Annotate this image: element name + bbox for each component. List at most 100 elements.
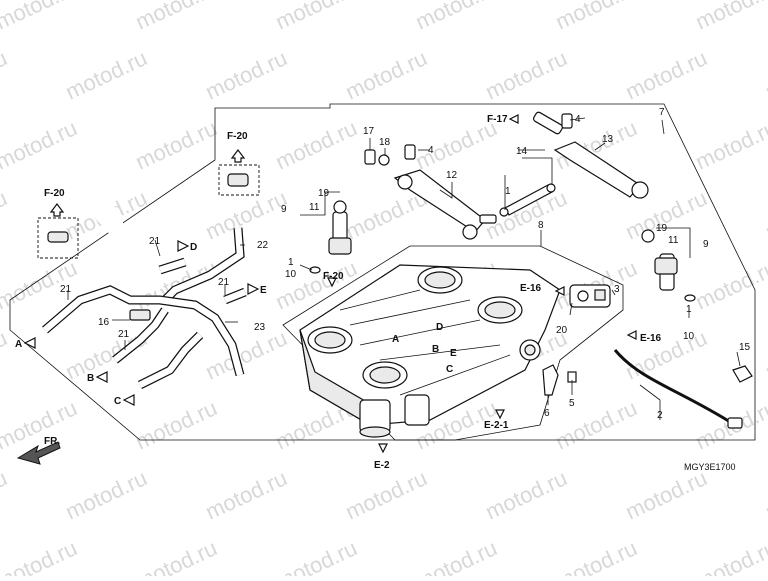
part-number-label: 16 [98,317,110,328]
throttle-cable [613,349,736,427]
part-number-label: 21 [218,277,230,288]
watermark-text: motod.ru [342,465,431,524]
ref-arrow-f17 [508,114,519,124]
ref-label-f20-top: F-20 [227,131,248,142]
part-number-label: 21 [149,236,161,247]
watermark-text: motod.ru [692,0,768,35]
part-number-label: 11 [309,202,320,213]
part-number-label: 1 [288,257,294,268]
vacuum-hoses [42,204,247,390]
f20-box-left [37,217,79,259]
watermark-text: motod.ru [0,465,11,524]
bolt-17 [364,149,376,165]
watermark-text: motod.ru [762,465,768,524]
part-number-label: 5 [569,398,575,409]
ref-label-f20-body: F-20 [323,271,344,282]
throttle-sensor [569,284,611,308]
watermark-text: motod.ru [692,255,768,314]
ref-label-e2: E-2 [374,460,390,471]
part-number-label: 4 [428,145,434,156]
watermark-text: motod.ru [552,535,641,576]
body-letter-a: A [392,334,399,345]
hose-end-d: D [190,242,197,253]
watermark-text: motod.ru [412,0,501,35]
watermark-text: motod.ru [272,535,361,576]
hose-end-arrow-b [95,371,108,383]
hose-clip-top [227,173,249,187]
up-arrow-icon [230,149,246,163]
part-number-label: 18 [379,137,391,148]
body-letter-c: C [446,364,453,375]
hose-end-c: C [114,396,121,407]
watermark-text: motod.ru [0,185,11,244]
watermark-text: motod.ru [692,115,768,174]
part-number-label: 15 [739,342,751,353]
part-number-label: 6 [544,408,550,419]
clip [732,365,753,383]
bolt-4-rail [561,113,573,129]
part-number-label: 22 [257,240,269,251]
part-number-label: 21 [60,284,72,295]
watermark-text: motod.ru [0,45,11,104]
watermark-text: motod.ru [202,185,291,244]
watermark-text: motod.ru [132,0,221,35]
part-number-label: 20 [556,325,568,336]
part-number-label: 1 [686,304,692,315]
watermark-text: motod.ru [762,185,768,244]
watermark-text: motod.ru [482,465,571,524]
watermark-text: motod.ru [0,0,81,35]
o-ring [546,183,556,193]
ref-label-e21: E-2-1 [484,420,509,431]
ref-arrow-e16b [626,330,637,340]
watermark-text: motod.ru [272,115,361,174]
injector-right [641,229,696,302]
ref-arrow-e16a [554,286,565,296]
watermark-text: motod.ru [132,535,221,576]
throttle-body-boundary [282,245,624,441]
leader-lines [67,117,741,420]
body-letter-e: E [450,348,457,359]
body-letter-d: D [436,322,443,333]
part-number-label: 17 [363,126,375,137]
assembly-boundary [9,103,756,441]
part-number-label: 21 [118,329,130,340]
diagram-code: MGY3E1700 [684,462,736,472]
ref-label-e16-a: E-16 [520,283,542,294]
ref-arrow-f20c [327,277,337,288]
watermark-text: motod.ru [482,45,571,104]
watermark-text: motod.ru [552,0,641,35]
watermark-text: motod.ru [62,45,151,104]
ref-arrow-e21 [495,409,505,420]
hose-end-arrow-d [177,240,190,252]
watermark-text: motod.ru [132,395,221,454]
watermark-text: motod.ru [0,395,81,454]
body-letter-b: B [432,344,439,355]
watermark-text: motod.ru [0,115,81,174]
o-ring [499,207,509,217]
front-label: FR. [44,436,60,447]
watermark-text: motod.ru [552,395,641,454]
part-number-label: 13 [602,134,614,145]
front-arrow-icon [16,441,61,465]
part-number-label: 23 [254,322,266,333]
part-number-label: 3 [614,284,620,295]
watermark-text: motod.ru [692,535,768,576]
part-number-label: 19 [318,188,330,199]
watermark-text: motod.ru [622,465,711,524]
part-number-label: 19 [656,223,668,234]
part-number-label: 9 [703,239,709,250]
bolt-4-top [404,144,416,160]
watermark-text: motod.ru [202,465,291,524]
part-number-label: 14 [516,146,528,157]
ref-label-f20-left: F-20 [44,188,65,199]
watermark-text: motod.ru [272,0,361,35]
cable-end [727,417,743,429]
up-arrow-icon [49,203,65,217]
f20-box-top [218,164,260,196]
part-number-label: 10 [285,269,297,280]
hose-end-arrow-a [23,337,36,349]
part-number-label: 7 [659,107,665,118]
watermark-text: motod.ru [622,45,711,104]
ref-arrow-e2 [378,443,388,454]
part-number-label: 4 [575,114,581,125]
